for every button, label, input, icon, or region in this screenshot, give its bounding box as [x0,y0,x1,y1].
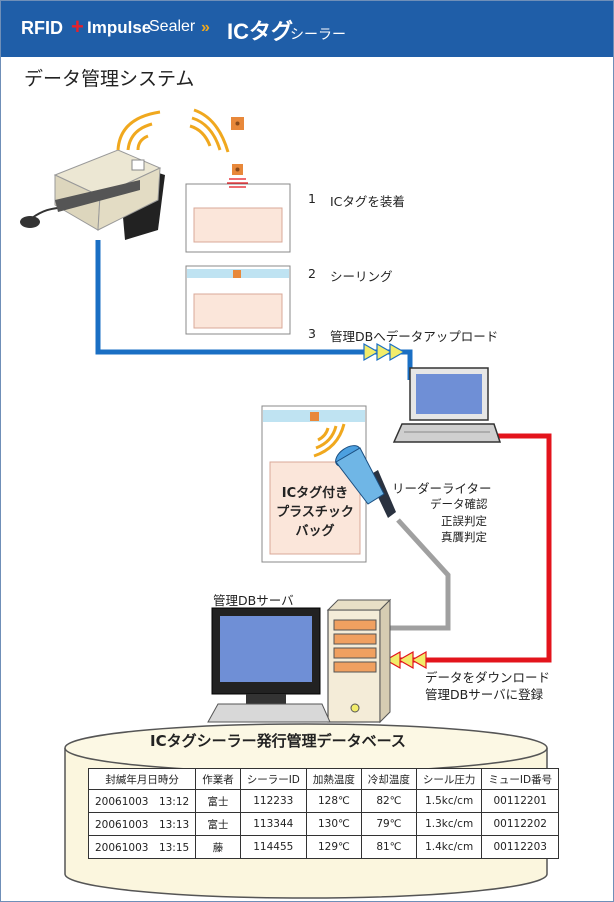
table-row: 20061003 13:12 富士 112233 128℃ 82℃ 1.5kc/… [87,789,560,813]
column-header: 封緘年月日時分 [87,768,197,790]
impulse-sealer-icon [20,149,165,240]
step1-number: 1 [308,191,316,206]
step2-number: 2 [308,266,316,281]
column-header: シーラーID [239,768,307,790]
step2-label: シーリング [330,269,393,284]
header-plus: + [71,14,84,39]
bag-label-line3: バッグ [295,524,335,539]
step1-label: ICタグを装着 [330,194,405,209]
bag-label-line2: プラスチック [276,505,354,520]
header-sealer: Sealer [149,18,196,35]
table-cell: 129℃ [305,835,362,859]
table-cell: 20061003 13:13 [87,812,197,836]
header-rfid: RFID [21,18,63,38]
table-cell: 82℃ [360,789,417,813]
download-arrows-icon [384,650,427,670]
table-row: 20061003 13:13 富士 113344 130℃ 79℃ 1.3kc/… [87,812,560,836]
database-title: ICタグシーラー発行管理データベース [150,732,406,750]
step3-label: 管理DBへデータアップロード [330,329,499,344]
header-bar: RFID + Impulse Sealer » ICタグ シーラー [1,1,613,57]
step3-number: 3 [308,326,316,341]
table-cell: 81℃ [360,835,417,859]
keyboard-icon [207,703,331,723]
register-label: 管理DBサーバに登録 [425,687,544,702]
page-title: データ管理システム [24,68,195,90]
table-cell: 114455 [239,835,307,859]
table-cell: 1.4kc/cm [415,835,483,859]
table-cell: 20061003 13:15 [87,835,197,859]
reader-cable [382,518,451,631]
header-impulse: Impulse [87,18,152,37]
table-cell: 富士 [195,812,241,836]
laptop-icon [392,367,502,443]
upload-line [95,240,413,380]
table-cell: 1.5kc/cm [415,789,483,813]
reader-writer-icon [335,445,396,518]
table-cell: 富士 [195,789,241,813]
bag-step2 [185,265,291,335]
column-header: 加熱温度 [305,768,362,790]
table-cell: 藤 [195,835,241,859]
server-label: 管理DBサーバ [213,593,294,608]
reader-title: リーダーライター [392,481,492,496]
download-line [386,433,552,663]
reader-waves-icon [313,423,346,458]
table-cell: 128℃ [305,789,362,813]
monitor-icon [211,607,321,712]
download-label: データをダウンロード [425,670,551,685]
table-cell: 00112201 [481,789,560,813]
table-cell: 00112203 [481,835,560,859]
table-header-row: 封緘年月日時分 作業者 シーラーID 加熱温度 冷却温度 シール圧力 ミューID… [87,768,560,790]
table-cell: 113344 [239,812,307,836]
header-arrows-icon: » [201,19,210,36]
column-header: 冷却温度 [360,768,417,790]
column-header: ミューID番号 [481,768,560,790]
database-table: 封緘年月日時分 作業者 シーラーID 加熱温度 冷却温度 シール圧力 ミューID… [87,768,560,859]
table-cell: 00112202 [481,812,560,836]
table-row: 20061003 13:15 藤 114455 129℃ 81℃ 1.4kc/c… [87,835,560,859]
column-header: 作業者 [195,768,241,790]
bag-step1 [185,164,291,253]
column-header: シール圧力 [415,768,483,790]
radio-waves-icon [116,108,230,153]
table-cell: 79℃ [360,812,417,836]
bag-label: ICタグ付き プラスチック バッグ [272,484,358,541]
bag-label-line1: ICタグ付き [281,486,349,501]
table-cell: 1.3kc/cm [415,812,483,836]
server-tower-icon [326,598,392,724]
table-cell: 112233 [239,789,307,813]
reader-function-2: 正誤判定 [441,514,487,528]
upload-arrows-icon [363,342,406,362]
header-ic-sub: シーラー [290,26,346,42]
table-cell: 130℃ [305,812,362,836]
reader-function-1: データ確認 [430,497,488,511]
reader-function-3: 真贋判定 [441,530,487,544]
header-ic-tag: ICタグ [227,19,294,44]
plastic-bag-icon [261,405,367,563]
table-cell: 20061003 13:12 [87,789,197,813]
